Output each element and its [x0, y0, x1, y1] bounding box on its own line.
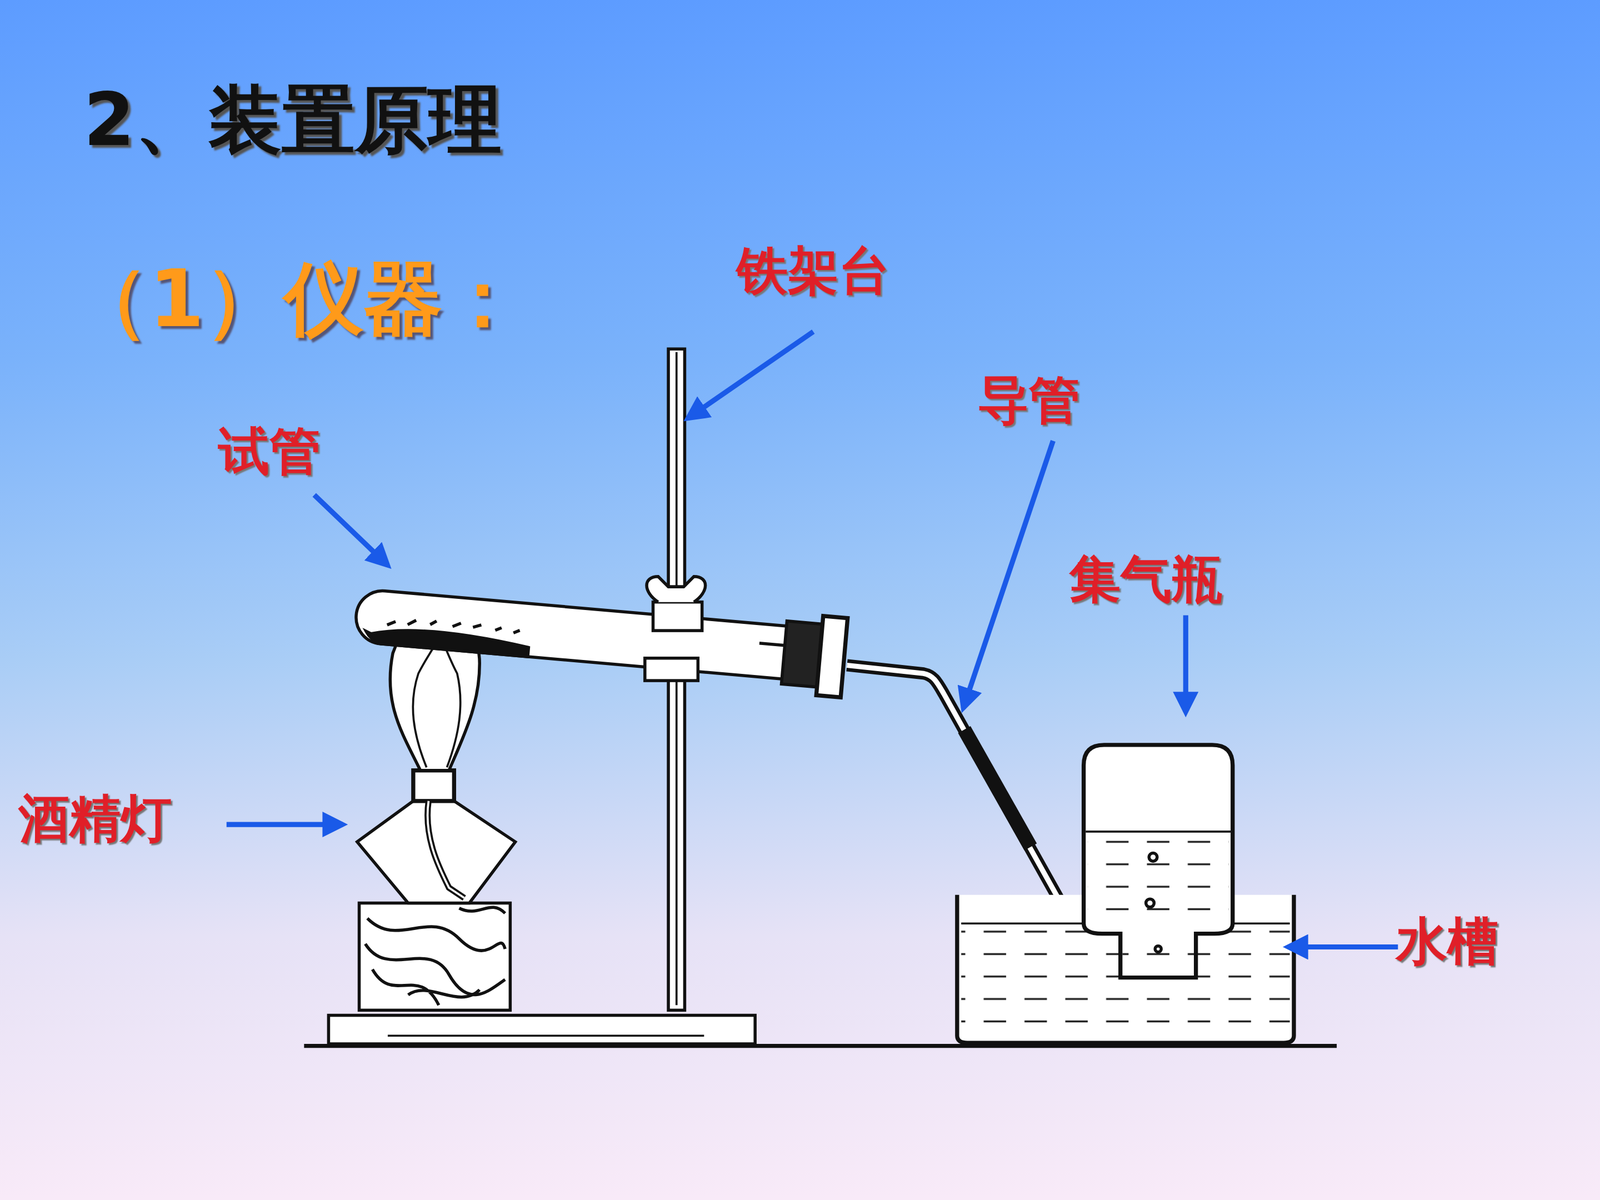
- part-label: 试管: [218, 423, 321, 480]
- part-label: 铁架台: [736, 242, 890, 299]
- part-label: 酒精灯: [18, 790, 172, 847]
- part-label: 导管: [977, 372, 1080, 429]
- leader-arrows: [226, 331, 1399, 948]
- section-heading: （1）仪器：: [69, 255, 523, 343]
- slide-title: 2、装置原理: [83, 79, 502, 160]
- part-label: 集气瓶: [1069, 551, 1223, 608]
- apparatus-drawing: [303, 348, 1337, 1046]
- part-label: 水槽: [1396, 913, 1499, 970]
